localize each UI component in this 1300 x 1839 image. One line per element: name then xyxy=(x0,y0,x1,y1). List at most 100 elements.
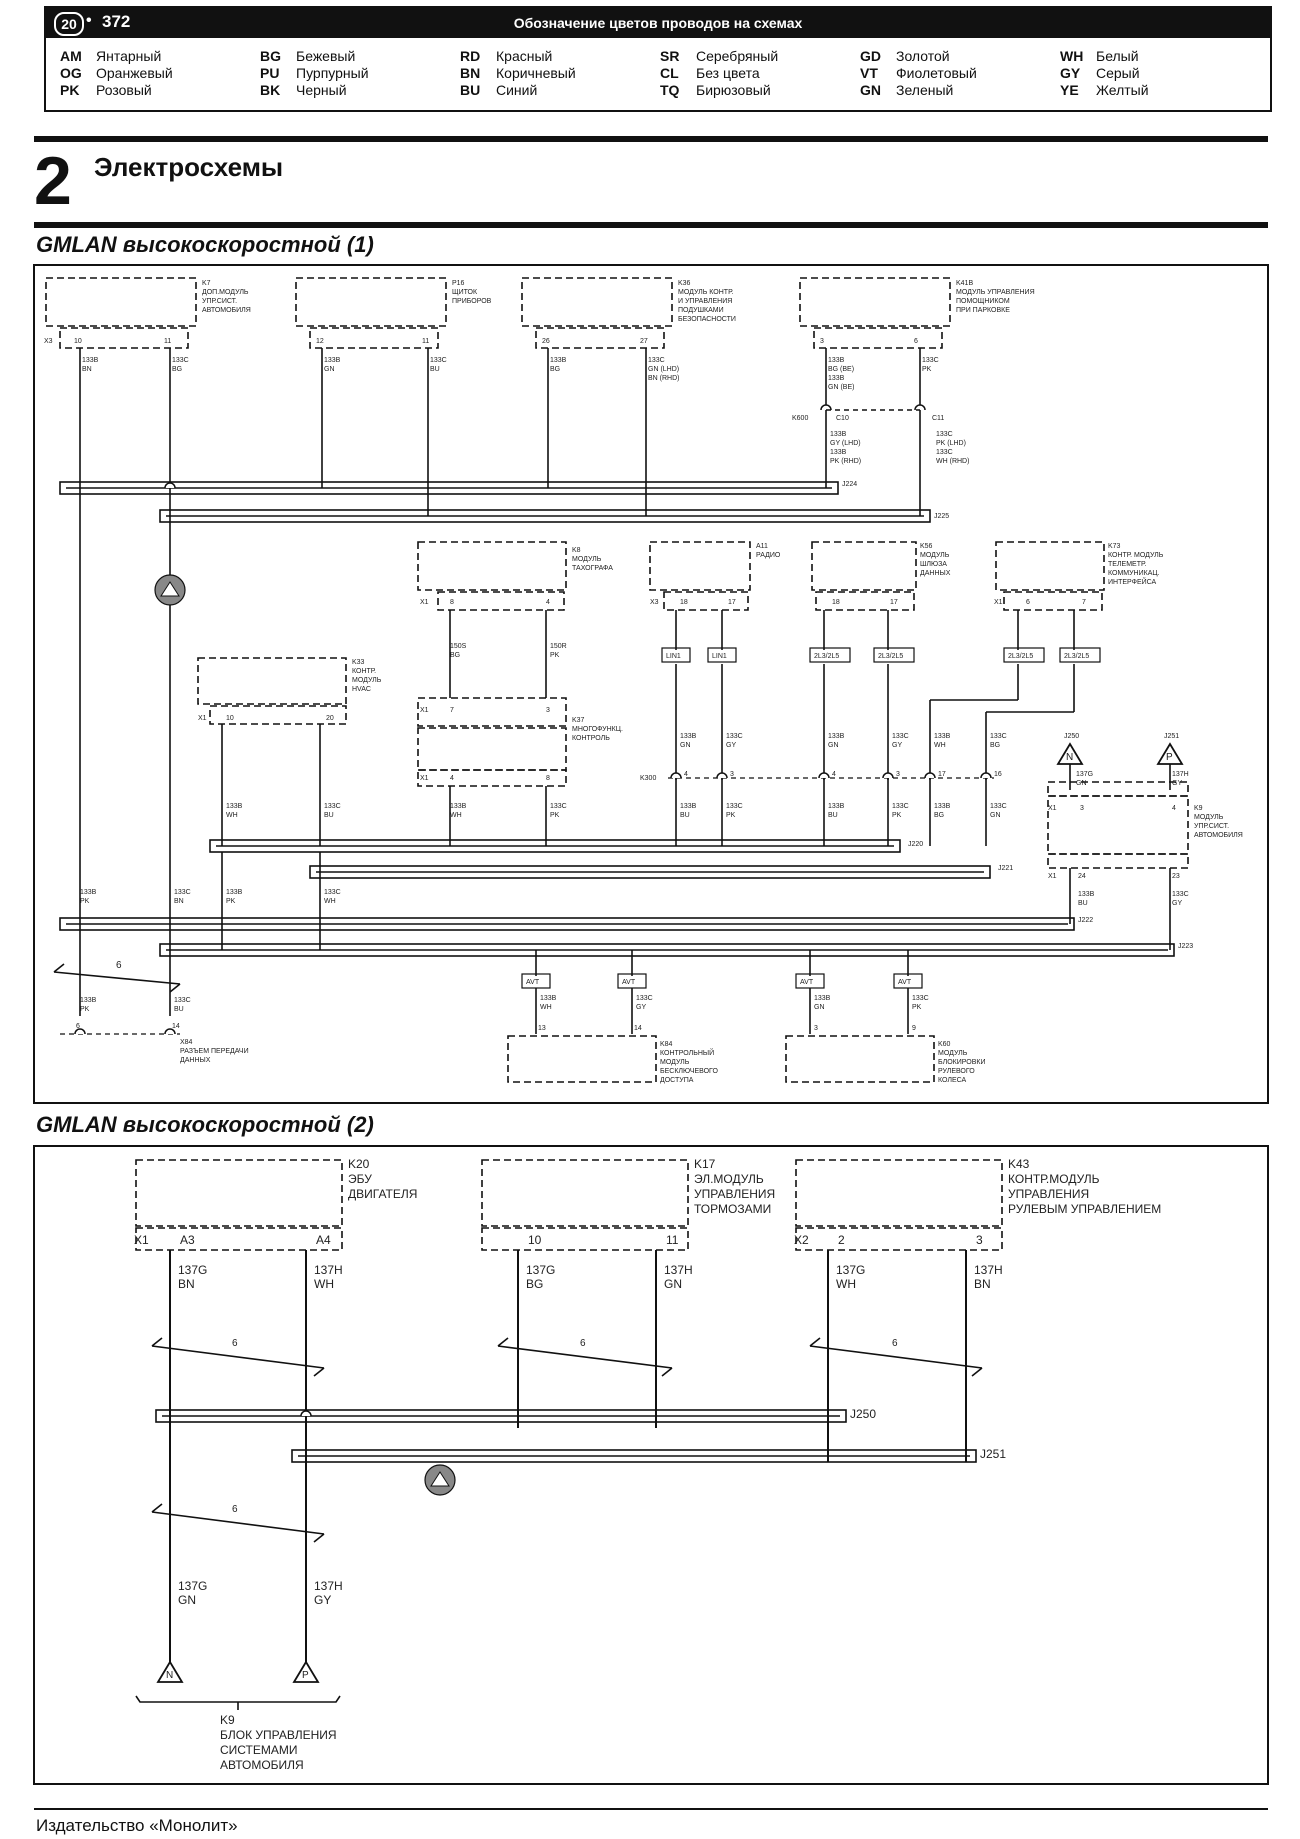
pin-number: A4 xyxy=(316,1233,331,1247)
module-label-k41: ПРИ ПАРКОВКЕ xyxy=(956,307,1010,314)
pin-number: A3 xyxy=(180,1233,195,1247)
module-label-x84: ДАННЫХ xyxy=(180,1057,211,1064)
module-k17 xyxy=(481,1159,689,1227)
c10-label: C10 xyxy=(836,415,849,422)
pin-number: 16 xyxy=(994,771,1002,778)
module-label-k84: МОДУЛЬ xyxy=(660,1059,690,1066)
module-label-k9: АВТОМОБИЛЯ xyxy=(1194,832,1243,839)
wire-spec: 137H xyxy=(314,1579,343,1593)
wire-spec: 133B xyxy=(80,997,97,1004)
module-label-k73: ИНТЕРФЕЙСА xyxy=(1108,577,1157,586)
legend-color-name: Пурпурный xyxy=(296,65,369,81)
wire-spec: 150R xyxy=(550,643,567,650)
wire-spec: 133B xyxy=(550,357,567,364)
wire-spec: 133B xyxy=(814,995,831,1002)
splice-label: J220 xyxy=(908,841,923,848)
wire-spec: BG xyxy=(550,366,560,373)
wire-spec: 133B xyxy=(828,357,845,364)
pin-number: 26 xyxy=(542,338,550,345)
wire-spec: GN xyxy=(828,742,839,749)
splice-j250 xyxy=(155,1409,847,1423)
bus-tag-label: 2L3/2L5 xyxy=(878,653,903,660)
wire-spec: 133B xyxy=(828,733,845,740)
wire-spec: PK xyxy=(80,1006,90,1013)
module-label-k9-2: СИСТЕМАМИ xyxy=(220,1743,298,1757)
wire-spec: 133C xyxy=(172,357,189,364)
module-label-k60: K60 xyxy=(938,1041,951,1048)
twist-tick xyxy=(497,1337,509,1347)
wire-spec: 133C xyxy=(892,803,909,810)
module-label-k56: МОДУЛЬ xyxy=(920,552,950,559)
terminal-label: J250 xyxy=(1064,733,1079,740)
twisted-pair-mark xyxy=(497,1345,673,1369)
wire-spec: 133C xyxy=(892,733,909,740)
module-label-k33: HVAC xyxy=(352,686,371,693)
terminal-j250-letter: N xyxy=(1066,752,1073,763)
wire-spec: GN xyxy=(990,812,1001,819)
section-title: Электросхемы xyxy=(94,152,284,182)
connector-k8 xyxy=(437,591,565,611)
module-label-k73: ТЕЛЕМЕТР. xyxy=(1108,561,1146,568)
wire-spec: WH xyxy=(540,1004,552,1011)
bus-tag-label: AVT xyxy=(526,979,540,986)
module-label-a11: A11 xyxy=(756,543,768,550)
module-label-k37: МНОГОФУНКЦ. xyxy=(572,726,623,733)
module-label-x84: РАЗЪЕМ ПЕРЕДАЧИ xyxy=(180,1048,249,1055)
wire-spec: GY xyxy=(1172,780,1182,787)
module-label-k7: УПР.СИСТ. xyxy=(202,298,237,305)
bus-tag-label: AVT xyxy=(622,979,636,986)
chapter-badge: 20 xyxy=(54,12,84,36)
legend-code: BN xyxy=(460,65,481,81)
pin-number: 13 xyxy=(538,1025,546,1032)
pin-number: 17 xyxy=(890,599,898,606)
wire-spec: PK xyxy=(550,652,560,659)
module-label-k9-2: БЛОК УПРАВЛЕНИЯ xyxy=(220,1728,337,1742)
pin-number: 3 xyxy=(976,1233,983,1247)
module-label-k84: БЕСКЛЮЧЕВОГО xyxy=(660,1068,718,1075)
wire-spec: 133B xyxy=(828,803,845,810)
module-k41 xyxy=(799,277,951,327)
legend-color-name: Янтарный xyxy=(96,48,162,64)
k600-wire: GY (LHD) xyxy=(830,440,861,447)
splice-label: J225 xyxy=(934,513,949,520)
connector-label: X3 xyxy=(44,338,53,345)
module-k37 xyxy=(417,727,567,771)
bullet: • xyxy=(86,12,92,29)
pin-number: 10 xyxy=(528,1233,542,1247)
legend-code: GD xyxy=(860,48,881,64)
module-k84 xyxy=(507,1035,657,1083)
connector-label: X1 xyxy=(420,775,429,782)
k9-brace xyxy=(135,1695,341,1703)
twisted-pair-mark xyxy=(53,971,181,985)
wire-spec: BU xyxy=(828,812,838,819)
splice-label: J250 xyxy=(850,1407,876,1421)
legend-code: YE xyxy=(1060,82,1079,98)
legend-code: WH xyxy=(1060,48,1084,64)
module-label-k84: ДОСТУПА xyxy=(660,1077,694,1084)
connector-a11 xyxy=(663,591,749,611)
legend-code: VT xyxy=(860,65,878,81)
wire-crossover xyxy=(924,772,936,779)
module-label-k73: K73 xyxy=(1108,543,1121,550)
pin-number: 3 xyxy=(730,771,734,778)
legend-color-name: Черный xyxy=(296,82,347,98)
wire-spec: WH xyxy=(226,812,238,819)
footer-rule xyxy=(34,1808,1268,1810)
wire-crossover xyxy=(716,772,728,779)
module-label-k20: ЭБУ xyxy=(348,1172,372,1186)
ground-symbol-1-mark xyxy=(160,581,180,597)
top-rule xyxy=(34,136,1268,142)
wire-spec: 133C xyxy=(636,995,653,1002)
k600-label: K600 xyxy=(792,415,808,422)
twist-tick xyxy=(151,1337,163,1347)
wire-spec: BG xyxy=(526,1277,543,1291)
wire-spec: GY xyxy=(892,742,902,749)
wire-spec: 133B xyxy=(934,733,951,740)
module-label-p16: P16 xyxy=(452,280,465,287)
connector-p16 xyxy=(309,327,439,349)
module-label-k43: K43 xyxy=(1008,1157,1030,1171)
